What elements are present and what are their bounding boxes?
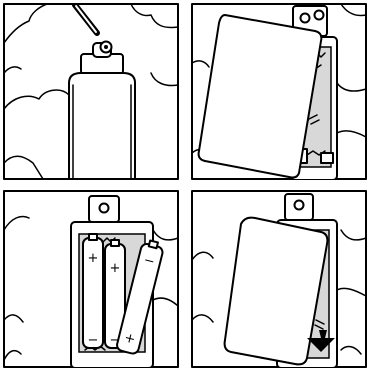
panel-step-3: + − + − − + <box>3 190 179 368</box>
battery-minus-label: − <box>88 333 99 348</box>
panel-step-1 <box>3 3 179 180</box>
battery-cover-icon <box>199 15 322 178</box>
screwdriver-icon <box>75 5 97 33</box>
remote-housing-icon <box>69 54 135 179</box>
battery-plus-label: + <box>110 261 121 276</box>
screw-icon <box>93 42 112 58</box>
panel-step-2 <box>191 3 367 180</box>
battery-icon: + − <box>83 234 103 348</box>
battery-plus-label: + <box>88 251 99 266</box>
panel-step-4 <box>191 190 367 368</box>
